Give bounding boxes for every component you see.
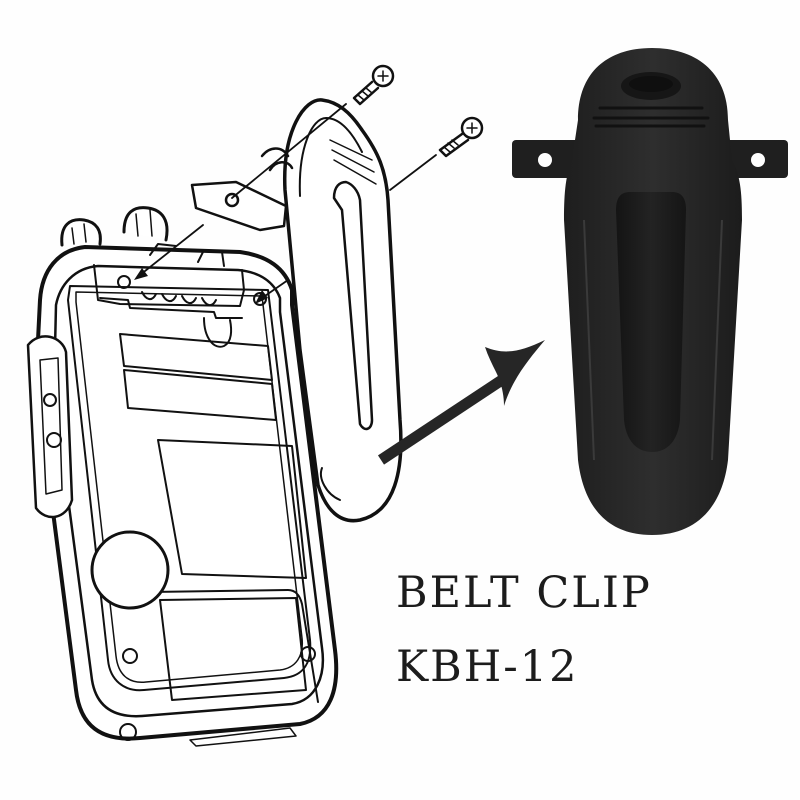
product-model-number: KBH-12 — [396, 642, 579, 692]
radio-side-buttons — [26, 335, 74, 519]
clip-center-panel — [616, 192, 686, 452]
belt-clip-drawing — [283, 98, 403, 523]
assembly-guide-lines — [139, 103, 437, 299]
screw-icon — [352, 64, 395, 106]
screw-icon — [438, 116, 484, 158]
radio-top-connector — [93, 243, 267, 348]
radio-knob — [60, 206, 169, 247]
radio-back-panels — [119, 333, 319, 747]
radio-round-sticker — [90, 530, 170, 610]
product-caption-title: BELT CLIP — [396, 568, 652, 618]
